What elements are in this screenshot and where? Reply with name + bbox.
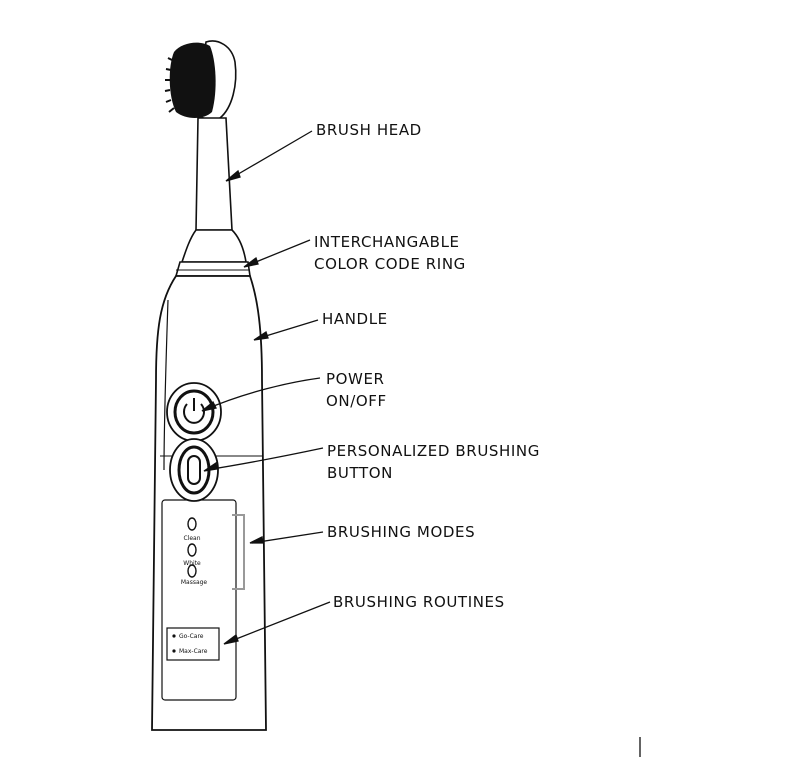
label-color-ring: INTERCHANGABLE COLOR CODE RING: [314, 231, 466, 275]
routine-label: Go-Care: [179, 633, 204, 640]
handle-body: [151, 275, 267, 731]
label-personalized-line1: PERSONALIZED BRUSHING: [327, 442, 540, 460]
label-handle-text: HANDLE: [322, 310, 388, 328]
mode-label: Clean: [183, 535, 200, 542]
mode-label: White: [183, 560, 201, 567]
label-personalized-line2: BUTTON: [327, 464, 393, 482]
routine-panel: Go-Care Max-Care: [166, 627, 220, 661]
label-brush-head: BRUSH HEAD: [316, 119, 422, 141]
color-code-ring: [174, 261, 251, 277]
label-power: POWER ON/OFF: [326, 368, 387, 412]
label-color-ring-line1: INTERCHANGABLE: [314, 233, 460, 251]
modes-bracket: [232, 514, 245, 590]
label-power-line1: POWER: [326, 370, 385, 388]
mode-indicators: Clean White Massage: [181, 517, 208, 586]
label-brush-head-text: BRUSH HEAD: [316, 121, 422, 139]
label-brushing-modes-text: BRUSHING MODES: [327, 523, 476, 541]
personalized-button: [169, 438, 219, 502]
power-button: [166, 382, 222, 442]
leader-lines: [201, 130, 331, 645]
label-brushing-routines-text: BRUSHING ROUTINES: [333, 593, 505, 611]
label-handle: HANDLE: [322, 308, 388, 330]
mode-label: Massage: [181, 579, 208, 586]
label-brushing-routines: BRUSHING ROUTINES: [333, 591, 505, 613]
label-color-ring-line2: COLOR CODE RING: [314, 255, 466, 273]
label-power-line2: ON/OFF: [326, 392, 387, 410]
label-personalized: PERSONALIZED BRUSHING BUTTON: [327, 440, 540, 484]
brush-bristles: [164, 40, 237, 121]
label-brushing-modes: BRUSHING MODES: [327, 521, 475, 543]
brush-neck: [180, 117, 247, 263]
routine-label: Max-Care: [179, 648, 208, 655]
